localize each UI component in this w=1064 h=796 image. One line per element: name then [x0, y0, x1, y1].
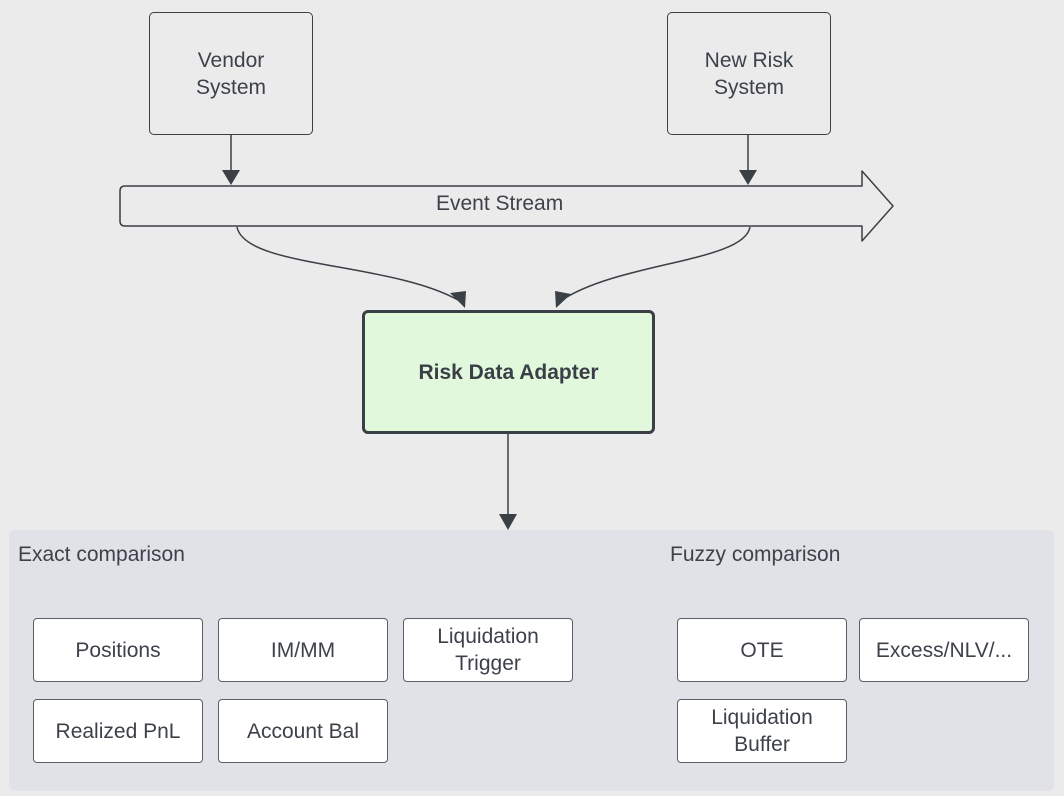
excess-nlv-box[interactable]: Excess/NLV/... — [859, 618, 1029, 682]
vendor-system-box[interactable]: Vendor System — [149, 12, 313, 135]
realized-pnl-box[interactable]: Realized PnL — [33, 699, 203, 763]
fuzzy-comparison-title: Fuzzy comparison — [670, 543, 841, 566]
new-risk-system-label: New Risk System — [704, 48, 794, 99]
stream-to-adapter-right-curve — [561, 226, 751, 301]
realized-pnl-label: Realized PnL — [55, 719, 181, 743]
vendor-to-stream-arrowhead — [222, 170, 240, 185]
account-bal-label: Account Bal — [246, 719, 360, 743]
event-stream-label: Event Stream — [436, 192, 564, 215]
new-risk-system-box[interactable]: New Risk System — [667, 12, 831, 135]
positions-box[interactable]: Positions — [33, 618, 203, 682]
stream-to-adapter-left-curve — [236, 226, 459, 301]
ote-box[interactable]: OTE — [677, 618, 847, 682]
im-mm-box[interactable]: IM/MM — [218, 618, 388, 682]
exact-comparison-title: Exact comparison — [18, 543, 185, 566]
liquidation-buffer-label: Liquidation Buffer — [711, 706, 813, 756]
liquidation-trigger-label: Liquidation Trigger — [437, 625, 539, 675]
liquidation-trigger-box[interactable]: Liquidation Trigger — [403, 618, 573, 682]
risk-data-adapter-label: Risk Data Adapter — [418, 360, 599, 384]
event-stream-arrow-shape — [119, 170, 894, 242]
stream-to-adapter-right-arrowhead — [555, 291, 571, 308]
account-bal-box[interactable]: Account Bal — [218, 699, 388, 763]
excess-nlv-label: Excess/NLV/... — [875, 638, 1013, 662]
im-mm-label: IM/MM — [270, 638, 336, 662]
ote-label: OTE — [740, 638, 784, 662]
risk-data-adapter-box[interactable]: Risk Data Adapter — [362, 310, 655, 434]
vendor-system-label: Vendor System — [195, 48, 266, 99]
adapter-to-comparison-arrowhead — [499, 514, 517, 530]
positions-label: Positions — [75, 638, 161, 662]
liquidation-buffer-box[interactable]: Liquidation Buffer — [677, 699, 847, 763]
newrisk-to-stream-arrowhead — [739, 170, 757, 185]
stream-to-adapter-left-arrowhead — [450, 291, 466, 308]
